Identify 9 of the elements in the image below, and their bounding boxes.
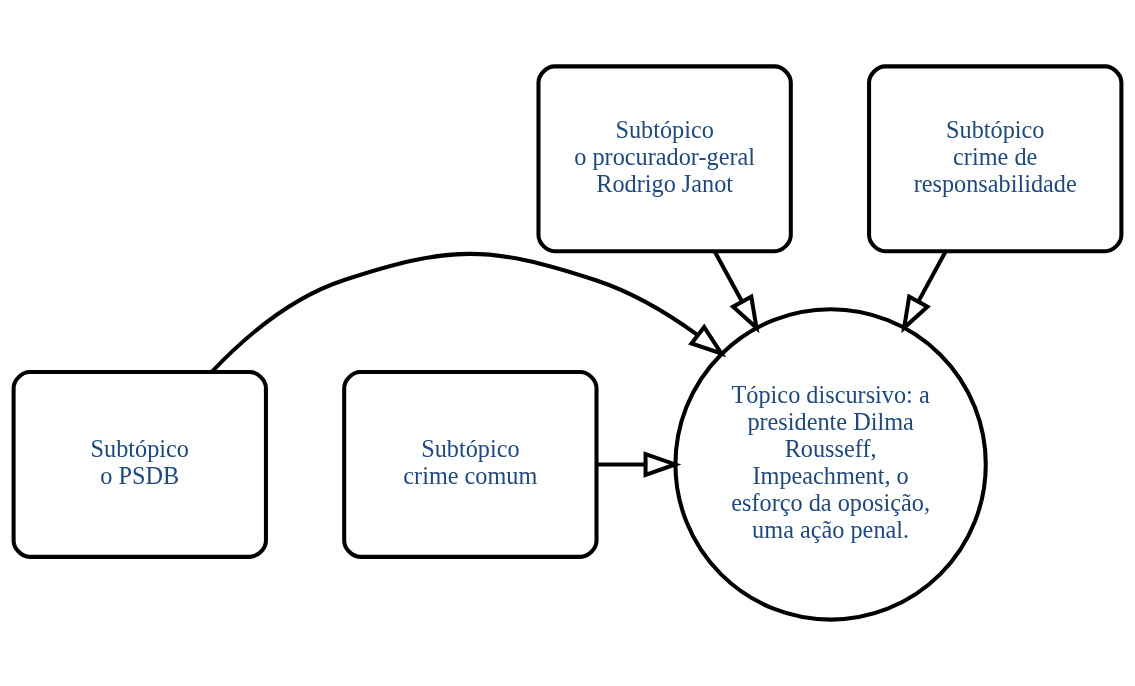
arrow bbox=[901, 250, 948, 334]
arrow bbox=[596, 451, 682, 478]
node-box: Subtópico crime de responsabilidade bbox=[867, 64, 1124, 254]
node-box: Subtópico crime comum bbox=[342, 370, 599, 559]
node-box: Subtópico o procurador-geral Rodrigo Janot bbox=[536, 64, 793, 254]
arrow bbox=[712, 250, 760, 334]
node-circle: Tópico discursivo: a presidente Dilma Rousseff, Impeachment, o esforço da oposição, uma ação penal. bbox=[673, 307, 988, 622]
arrow bbox=[210, 251, 727, 373]
node-box: Subtópico o PSDB bbox=[11, 370, 268, 559]
